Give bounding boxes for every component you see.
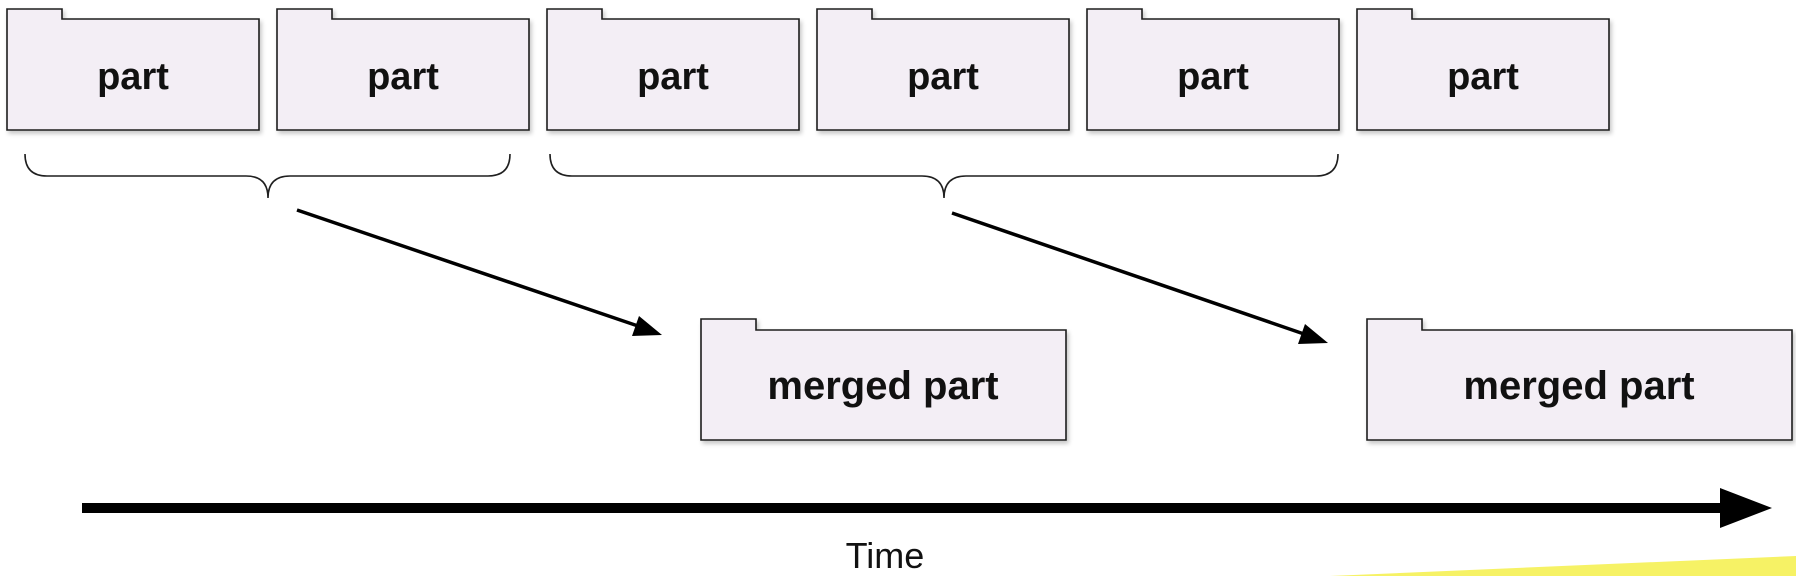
- merged-part-folder: merged part: [1366, 318, 1793, 441]
- part-label: part: [907, 56, 979, 98]
- merged-part-folder: merged part: [700, 318, 1067, 441]
- merged-part-label: merged part: [767, 364, 998, 408]
- part-label: part: [637, 56, 709, 98]
- part-label: part: [367, 56, 439, 98]
- part-folder: part: [276, 8, 530, 131]
- group-brace: [24, 153, 511, 199]
- part-label: part: [1177, 56, 1249, 98]
- highlight-stroke: [1330, 556, 1796, 576]
- part-label: part: [1447, 56, 1519, 98]
- merged-part-label: merged part: [1463, 364, 1694, 408]
- merge-arrow: [951, 211, 1328, 344]
- part-folder: part: [546, 8, 800, 131]
- part-folder: part: [816, 8, 1070, 131]
- timeline-label: Time: [846, 535, 925, 576]
- group-brace: [549, 153, 1339, 199]
- part-folder: part: [1356, 8, 1610, 131]
- timeline-arrow: [82, 488, 1772, 528]
- merge-arrow: [296, 208, 662, 336]
- part-folder: part: [1086, 8, 1340, 131]
- part-label: part: [97, 56, 169, 98]
- part-folder: part: [6, 8, 260, 131]
